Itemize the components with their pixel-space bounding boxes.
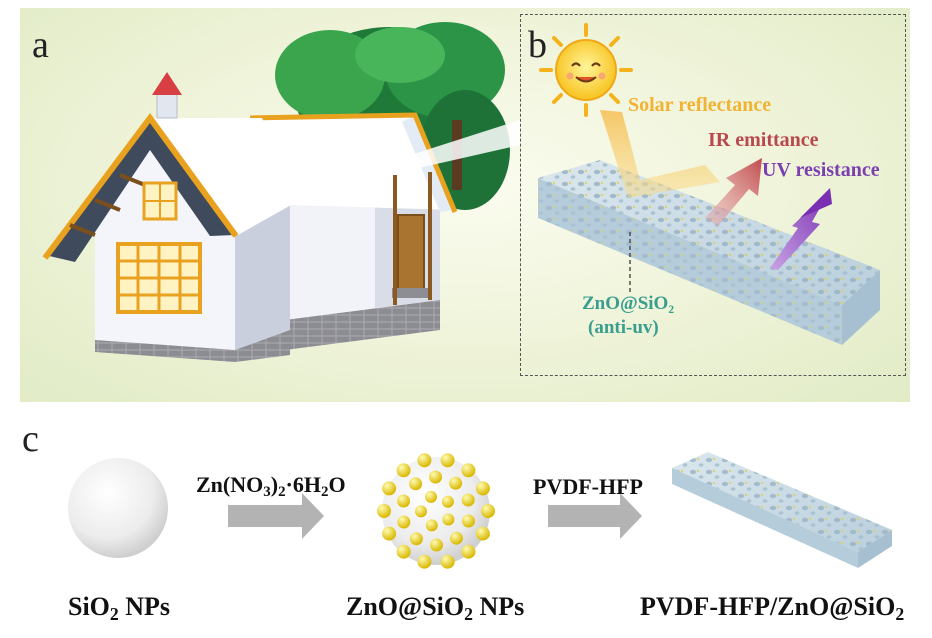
zno-particle [481,504,495,518]
zno-sio2-sphere [377,453,495,569]
zno-particle [475,481,490,496]
zno-particle [425,490,437,503]
zno-particle [461,493,475,507]
uv-bolt-icon [770,188,832,270]
step1-reagent-label: Zn(NO3)2·6H2O [196,472,346,501]
sio2-nps-label: SiO2 NPs [68,592,171,624]
zno-particle [449,476,463,490]
zno-particle [397,515,411,529]
zno-particle [425,519,438,532]
zno-particle [409,532,423,546]
sio2-sphere [68,458,168,558]
zno-particle [442,513,455,526]
zno-particle [396,544,411,559]
zno-particle [461,463,476,478]
zno-particle [462,514,475,528]
step2-reagent-label: PVDF-HFP [533,474,643,499]
panel-a-letter: a [32,24,49,66]
reaction-arrow [228,493,324,539]
house-illustration [42,72,520,362]
zno-particle [440,453,455,468]
zno-particle [415,505,427,518]
zno-particle [441,495,454,508]
panel-b-letter: b [528,24,547,66]
zno-particle [397,494,410,508]
reaction-arrow [548,493,642,539]
panel-c-letter: c [22,418,39,460]
composite-film-illustration [672,452,892,568]
zno-particle [429,470,442,484]
zno-particle [449,531,463,545]
ir-arrow [705,158,762,226]
panel-b-dashed-frame [520,14,906,376]
zno-particle [430,538,443,552]
solar-beam [600,110,720,198]
sun-icon [539,23,633,117]
uv-resistance-label: UV resistance [762,159,880,181]
zno-particle [440,554,455,569]
coating-label-line1: ZnO@SiO₂ [582,293,675,314]
zno-particle [409,477,423,491]
zno-sio2-nps-label: ZnO@SiO2 NPs [346,592,525,624]
ir-emittance-label: IR emittance [708,129,819,151]
porous-film-illustration [538,160,880,345]
composite-label: PVDF-HFP/ZnO@SiO2 [640,592,905,624]
zno-particle [377,504,391,518]
zno-particle [475,526,490,541]
solar-reflectance-label: Solar reflectance [628,94,772,116]
zno-particle [461,544,476,559]
zno-particle [417,554,432,569]
zno-particle [382,526,397,541]
zno-particle [417,453,432,468]
coating-label-line2: (anti-uv) [588,317,659,338]
zno-particle [382,481,397,496]
zno-particle [396,463,411,478]
